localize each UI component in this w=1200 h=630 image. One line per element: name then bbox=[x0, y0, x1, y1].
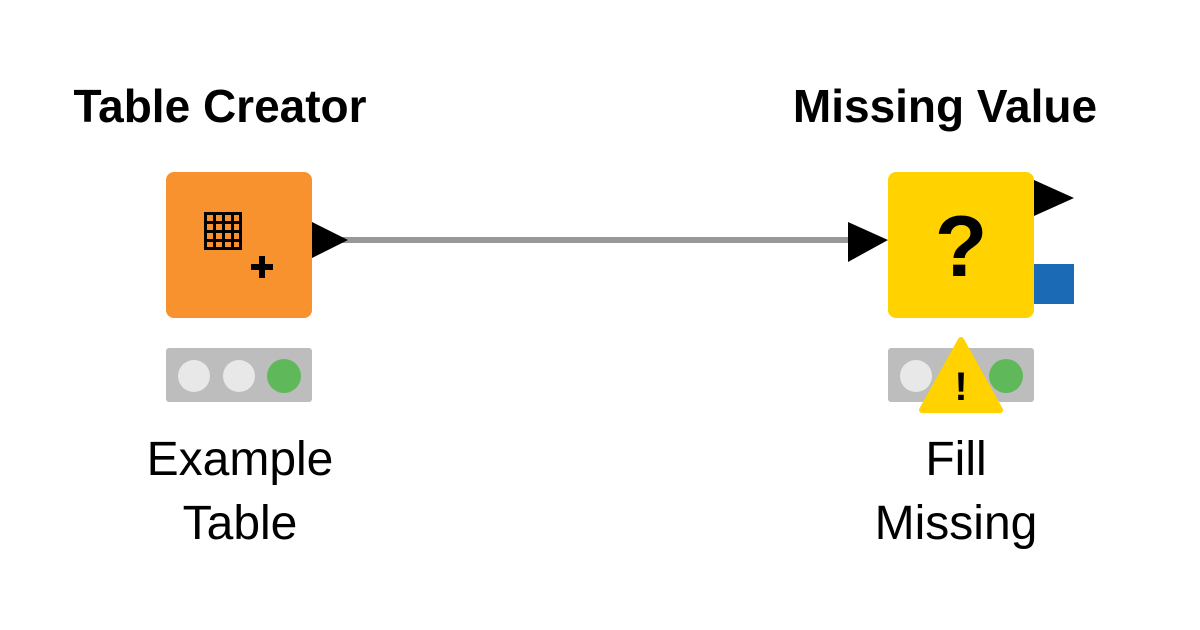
status-light-yellow bbox=[223, 360, 255, 392]
status-light-green bbox=[989, 359, 1023, 393]
output-port-icon[interactable] bbox=[1034, 180, 1074, 216]
missing-value-node-description[interactable]: Fill Missing bbox=[816, 428, 1096, 556]
warning-exclamation: ! bbox=[954, 365, 967, 409]
table-plus-icon bbox=[204, 212, 273, 278]
warning-triangle-icon[interactable]: ! bbox=[919, 337, 1003, 413]
model-output-port[interactable] bbox=[1034, 264, 1074, 304]
description-line: Table bbox=[182, 497, 298, 550]
input-port-icon[interactable] bbox=[848, 222, 888, 262]
description-line: Missing bbox=[874, 497, 1038, 550]
status-light-red bbox=[178, 360, 210, 392]
table-creator-node-description[interactable]: Example Table bbox=[100, 428, 380, 556]
missing-value-node-body[interactable] bbox=[888, 172, 1034, 318]
output-port-icon[interactable] bbox=[312, 222, 348, 258]
status-traffic-light bbox=[166, 348, 312, 402]
status-light-green bbox=[267, 359, 301, 393]
question-mark-icon: ? bbox=[935, 199, 988, 295]
description-line: Example bbox=[146, 433, 334, 486]
status-light-red bbox=[900, 360, 932, 392]
missing-value-node[interactable]: ? ! bbox=[848, 172, 1074, 413]
table-creator-node-title: Table Creator bbox=[73, 80, 367, 132]
table-creator-node[interactable] bbox=[166, 172, 348, 402]
missing-value-node-title: Missing Value bbox=[792, 80, 1098, 132]
description-line: Fill bbox=[925, 433, 987, 486]
